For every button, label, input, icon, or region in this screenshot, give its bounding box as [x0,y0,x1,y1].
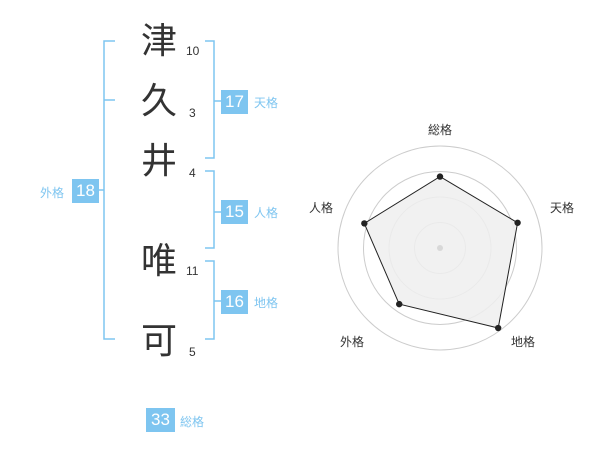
tenkaku-score: 17 [221,90,248,114]
radar-center-marker [437,245,443,251]
radar-point-3 [494,324,502,332]
radar-point-2 [514,219,521,226]
jinkaku-label: 人格 [254,206,279,220]
jinkaku-bracket [205,170,221,249]
radar-axis-label-gaikaku: 外格 [340,335,365,349]
tenkaku-bracket [205,40,221,159]
chikaku-bracket [205,260,221,340]
chikaku-score: 16 [221,290,248,314]
soukaku-label: 総格 [180,415,205,429]
radar-axis-label-soukaku: 総格 [428,123,453,137]
chikaku-label: 地格 [254,296,279,310]
gaikaku-score: 18 [72,179,99,203]
name-char-4: 唯 [141,241,178,282]
stroke-count-2: 3 [189,106,196,120]
stroke-count-1: 10 [186,44,200,58]
radar-axis-label-jinkaku: 人格 [309,201,334,215]
radar-axis-label-chikaku: 地格 [511,335,536,349]
stroke-count-5: 5 [189,345,196,359]
name-char-3: 井 [141,141,178,182]
name-char-1: 津 [141,21,178,62]
radar-point-5 [361,220,368,227]
radar-point-4 [396,300,403,308]
radar-point-1 [436,173,444,180]
radar-series-polygon [363,176,519,329]
jinkaku-score: 15 [221,200,248,224]
tenkaku-label: 天格 [254,96,279,110]
radar-ring-3 [363,171,517,325]
soukaku-score: 33 [146,408,175,432]
gaikaku-label: 外格 [40,186,65,200]
name-char-5: 可 [141,321,178,362]
radar-axis-label-tenkaku: 天格 [550,201,575,215]
name-char-2: 久 [141,81,178,122]
stroke-count-4: 11 [186,264,199,278]
stroke-count-3: 4 [189,166,196,180]
